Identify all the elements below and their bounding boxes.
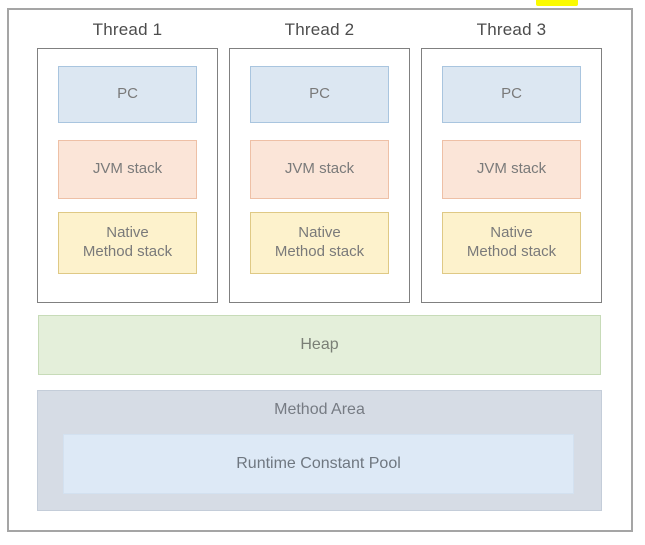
- thread-column-3: Thread 3 PC JVM stack Native Method stac…: [421, 20, 602, 303]
- jvm-stack-label: JVM stack: [476, 160, 547, 178]
- jvm-stack-box: JVM stack: [58, 140, 197, 199]
- native-method-stack-box: Native Method stack: [250, 212, 389, 274]
- thread-column-1: Thread 1 PC JVM stack Native Method stac…: [37, 20, 218, 303]
- method-area-label: Method Area: [274, 401, 365, 418]
- jvm-stack-label: JVM stack: [92, 160, 163, 178]
- thread-title: Thread 3: [476, 20, 547, 39]
- method-area-box: Method Area Runtime Constant Pool: [37, 390, 602, 511]
- thread-title: Thread 1: [92, 20, 163, 39]
- jvm-stack-label: JVM stack: [284, 160, 355, 178]
- native-method-stack-box: Native Method stack: [442, 212, 581, 274]
- pc-label: PC: [309, 85, 330, 103]
- pc-box: PC: [250, 66, 389, 123]
- runtime-constant-pool-label: Runtime Constant Pool: [236, 455, 401, 472]
- pc-label: PC: [117, 85, 138, 103]
- jvm-stack-box: JVM stack: [250, 140, 389, 199]
- pc-box: PC: [58, 66, 197, 123]
- highlighter-mark: [536, 0, 578, 6]
- heap-label: Heap: [300, 336, 339, 353]
- pc-box: PC: [442, 66, 581, 123]
- outer-frame: Thread 1 PC JVM stack Native Method stac…: [7, 8, 633, 532]
- thread-box: PC JVM stack Native Method stack: [37, 48, 218, 303]
- native-method-stack-label: Native Method stack: [274, 224, 365, 260]
- thread-box: PC JVM stack Native Method stack: [229, 48, 410, 303]
- pc-label: PC: [501, 85, 522, 103]
- heap-box: Heap: [38, 315, 601, 375]
- native-method-stack-label: Native Method stack: [82, 224, 173, 260]
- native-method-stack-label: Native Method stack: [466, 224, 557, 260]
- thread-box: PC JVM stack Native Method stack: [421, 48, 602, 303]
- threads-row: Thread 1 PC JVM stack Native Method stac…: [37, 20, 602, 303]
- runtime-constant-pool-box: Runtime Constant Pool: [63, 434, 574, 494]
- jvm-stack-box: JVM stack: [442, 140, 581, 199]
- native-method-stack-box: Native Method stack: [58, 212, 197, 274]
- thread-title: Thread 2: [284, 20, 355, 39]
- thread-column-2: Thread 2 PC JVM stack Native Method stac…: [229, 20, 410, 303]
